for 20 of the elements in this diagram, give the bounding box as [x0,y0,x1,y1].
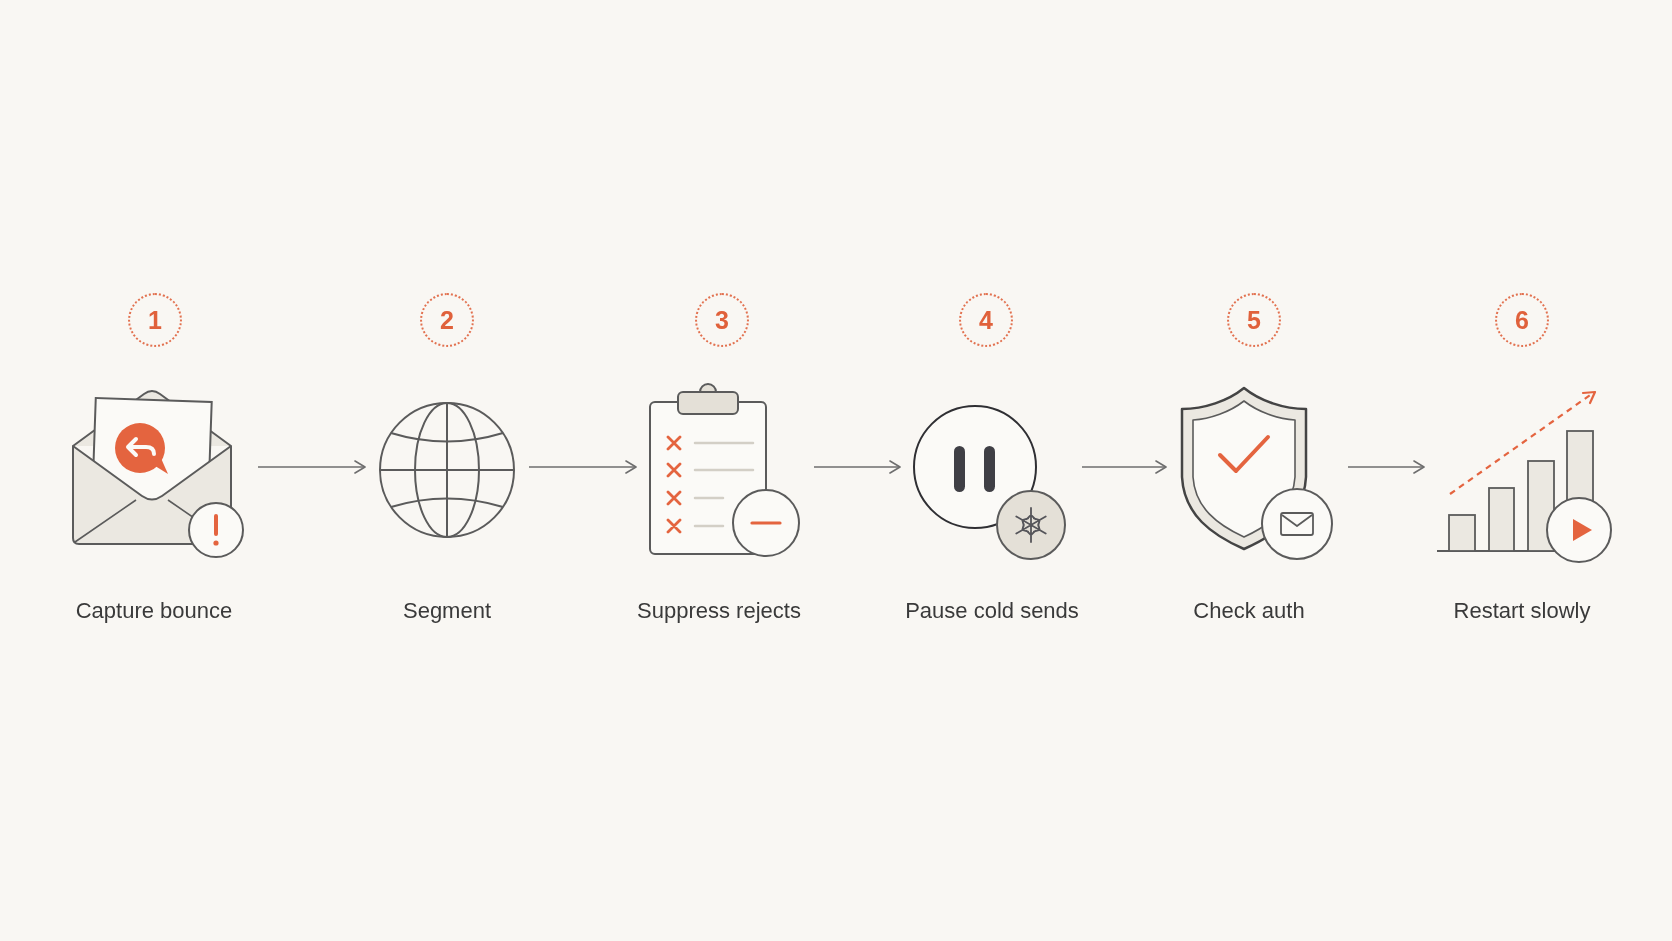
step-number: 3 [695,293,749,347]
step-label: Pause cold sends [905,597,1079,625]
arrow [257,460,366,474]
step-number: 5 [1227,293,1281,347]
step-label: Check auth [1193,597,1305,625]
step-label: Suppress rejects [637,597,801,625]
step-number: 1 [128,293,182,347]
step-number: 4 [959,293,1013,347]
arrow [1347,460,1425,474]
step-label: Restart slowly [1453,597,1591,625]
step-label: Segment [402,597,492,625]
shield-illustration [1178,385,1336,563]
clipboard-illustration [648,380,802,560]
arrow [528,460,637,474]
step-number: 2 [420,293,474,347]
arrow [1081,460,1167,474]
step-number: 6 [1495,293,1549,347]
step-label: Capture bounce [75,597,233,625]
globe-illustration [377,400,517,540]
arrow [813,460,901,474]
